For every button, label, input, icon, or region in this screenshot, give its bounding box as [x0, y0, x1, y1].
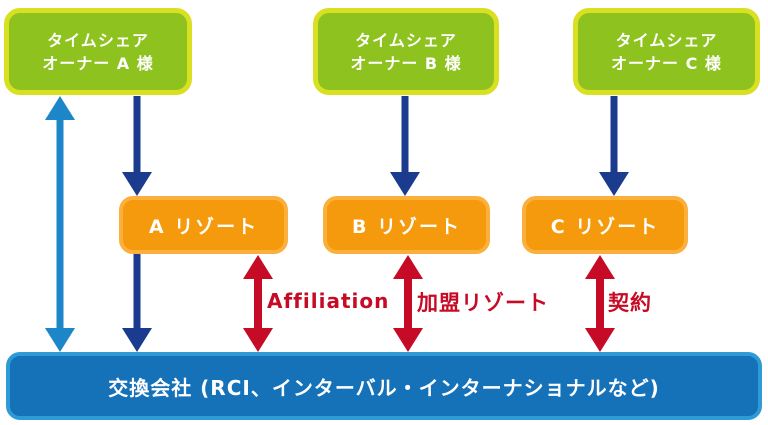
- contract-label: 契約: [608, 291, 652, 315]
- resort-c-exchange-contract-arrow-icon: [585, 255, 615, 352]
- arrow-shaft: [401, 96, 409, 178]
- affiliation-label: Affiliation: [267, 289, 390, 313]
- exchange-company-label: 交換会社 (RCI、インターバル・インターナショナルなど): [108, 375, 660, 400]
- resort-a-exchange-affiliation-arrow-icon: [243, 255, 273, 352]
- owner-c-line1: タイムシェア: [615, 30, 718, 50]
- owner-b-box: タイムシェア オーナー B 様: [313, 8, 499, 95]
- arrowhead-down-icon: [599, 172, 629, 196]
- arrow-shaft: [56, 114, 64, 334]
- arrowhead-down-icon: [45, 328, 75, 352]
- owner-a-to-resort-a-arrow-icon: [122, 96, 152, 196]
- owner-a-exchange-double-arrow-icon: [45, 96, 75, 352]
- arrow-shaft: [254, 273, 262, 334]
- owner-a-line1: タイムシェア: [47, 30, 149, 50]
- resort-c-label: C リゾート: [550, 215, 660, 238]
- owner-c-to-resort-c-arrow-icon: [599, 96, 629, 196]
- resort-a-label: A リゾート: [148, 215, 259, 238]
- resort-a-to-exchange-arrow-icon: [122, 254, 152, 352]
- arrowhead-down-icon: [393, 328, 423, 352]
- resort-a-box: A リゾート: [119, 196, 288, 254]
- arrowhead-down-icon: [122, 172, 152, 196]
- member-resort-label: 加盟リゾート: [417, 291, 549, 315]
- arrowhead-down-icon: [243, 328, 273, 352]
- owner-b-line2: オーナー B 様: [350, 53, 462, 73]
- arrow-shaft: [610, 96, 618, 178]
- arrowhead-down-icon: [390, 172, 420, 196]
- resort-b-label: B リゾート: [351, 215, 462, 238]
- arrow-shaft: [133, 254, 141, 334]
- resort-c-box: C リゾート: [522, 196, 688, 254]
- arrowhead-down-icon: [585, 328, 615, 352]
- arrowhead-down-icon: [122, 328, 152, 352]
- owner-c-box: タイムシェア オーナー C 様: [573, 8, 760, 95]
- owner-b-line1: タイムシェア: [355, 30, 457, 50]
- exchange-company-box: 交換会社 (RCI、インターバル・インターナショナルなど): [6, 352, 762, 420]
- arrow-shaft: [404, 273, 412, 334]
- owner-a-box: タイムシェア オーナー A 様: [4, 8, 192, 95]
- resort-b-exchange-member-arrow-icon: [393, 255, 423, 352]
- owner-a-line2: オーナー A 様: [42, 53, 154, 73]
- owner-c-line2: オーナー C 様: [611, 53, 722, 73]
- owner-b-to-resort-b-arrow-icon: [390, 96, 420, 196]
- arrow-shaft: [596, 273, 604, 334]
- arrow-shaft: [133, 96, 141, 178]
- resort-b-box: B リゾート: [323, 196, 490, 254]
